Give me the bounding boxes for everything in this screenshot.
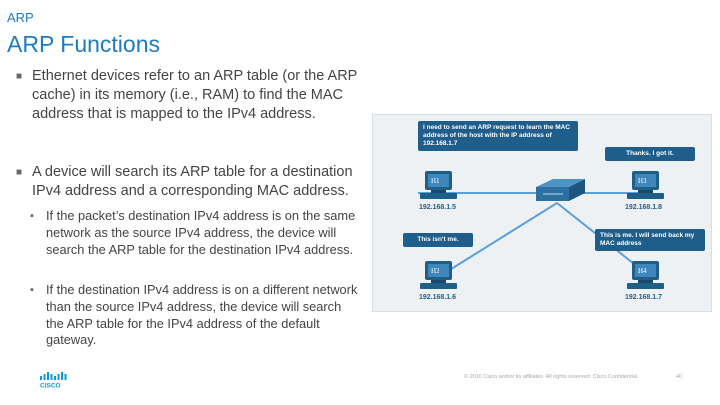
sub-bullet-marker-icon: ▪ [30, 284, 34, 296]
thanks-bubble: Thanks. I got it. [605, 147, 695, 161]
ip-label-h1: 192.168.1.5 [419, 204, 456, 211]
ip-label-h4: 192.168.1.7 [625, 294, 662, 301]
cisco-logo-icon: CISCO [40, 372, 67, 389]
section-label: ARP [7, 10, 34, 25]
svg-text:CISCO: CISCO [40, 383, 61, 389]
bullet-item: ■ A device will search its ARP table for… [16, 163, 368, 201]
ip-label-h3: 192.168.1.8 [625, 204, 662, 211]
arp-request-bubble: I need to send an ARP request to learn t… [418, 121, 578, 151]
host-label-h1: H1 [431, 177, 440, 185]
bullet-item: ■ Ethernet devices refer to an ARP table… [16, 67, 368, 124]
bullet-marker-icon: ■ [16, 167, 23, 178]
monitor-icon-h2 [420, 261, 457, 289]
arp-topology-diagram: I need to send an ARP request to learn t… [372, 114, 712, 312]
cable-h2 [447, 202, 558, 272]
slide-title: ARP Functions [7, 31, 160, 57]
page-number: 40 [676, 374, 683, 380]
copyright-footer: © 2016 Cisco and/or its affiliates. All … [464, 374, 638, 380]
bullet-text: A device will search its ARP table for a… [32, 164, 353, 199]
sub-bullet-text: If the destination IPv4 address is on a … [46, 282, 358, 348]
bullet-marker-icon: ■ [16, 71, 23, 82]
sub-bullet-marker-icon: ▪ [30, 210, 34, 222]
host-label-h3: H3 [638, 177, 647, 185]
ip-label-h2: 192.168.1.6 [419, 294, 456, 301]
network-topology-graphic [418, 171, 664, 289]
sub-bullet-item: ▪ If the packet’s destination IPv4 addre… [30, 208, 360, 258]
is-me-bubble: This is me. I will send back my MAC addr… [595, 229, 705, 251]
switch-icon [536, 179, 585, 201]
monitor-icon-h1 [420, 171, 457, 199]
host-label-h2: H2 [431, 267, 440, 275]
sub-bullet-text: If the packet’s destination IPv4 address… [46, 208, 356, 257]
bullet-text: Ethernet devices refer to an ARP table (… [32, 68, 358, 122]
monitor-icon-h4 [627, 261, 664, 289]
monitor-icon-h3 [627, 171, 664, 199]
sub-bullet-item: ▪ If the destination IPv4 address is on … [30, 282, 360, 349]
not-me-bubble: This isn't me. [403, 233, 473, 247]
host-label-h4: H4 [638, 267, 647, 275]
